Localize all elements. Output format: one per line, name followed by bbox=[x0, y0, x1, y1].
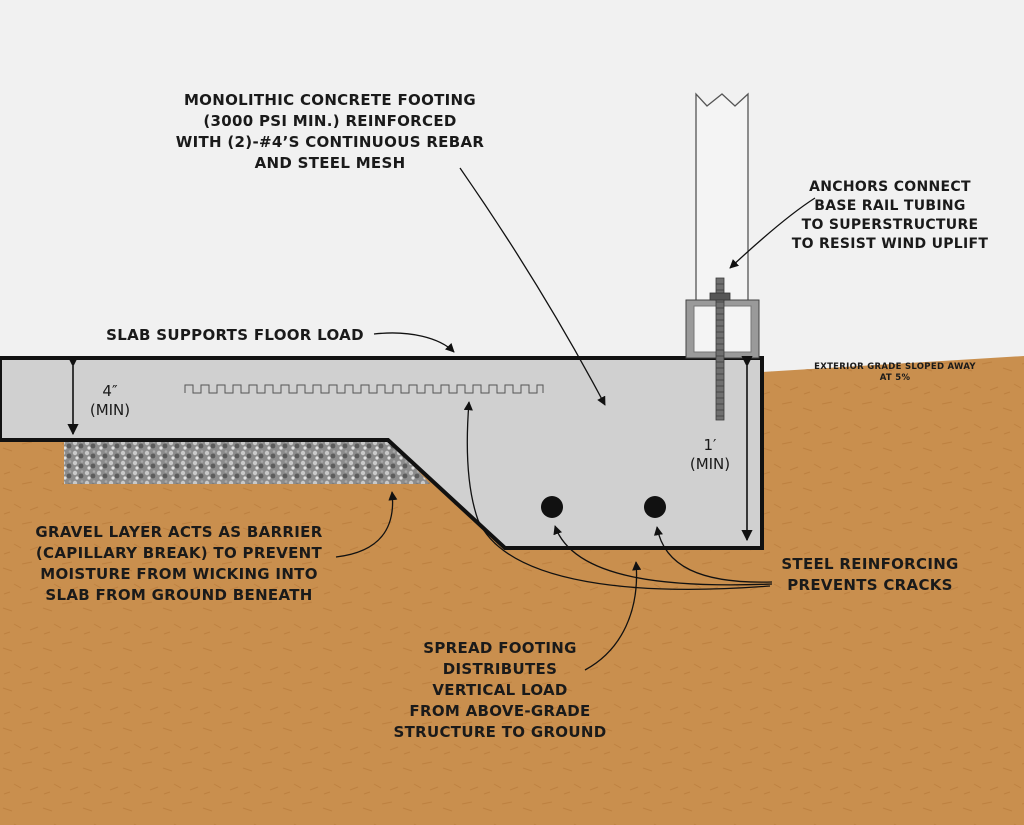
label-gravel-layer: GRAVEL LAYER ACTS AS BARRIER (CAPILLARY … bbox=[35, 523, 323, 604]
label-monolithic-footing: MONOLITHIC CONCRETE FOOTING (3000 PSI MI… bbox=[175, 91, 485, 172]
spread-leader bbox=[584, 561, 642, 671]
gravel-leader bbox=[335, 491, 398, 558]
anchor-nut bbox=[709, 292, 731, 301]
label-slab-supports: SLAB SUPPORTS FLOOR LOAD bbox=[106, 326, 364, 344]
label-spread-footing: SPREAD FOOTING DISTRIBUTES VERTICAL LOAD… bbox=[393, 639, 607, 741]
monolithic-leader bbox=[459, 167, 606, 406]
steel-mesh bbox=[184, 384, 544, 394]
label-anchors: ANCHORS CONNECT BASE RAIL TUBING TO SUPE… bbox=[791, 179, 989, 252]
dimension-footing-depth: 1′ (MIN) bbox=[689, 436, 731, 473]
anchors-leader bbox=[729, 197, 816, 269]
rebar-right bbox=[644, 496, 666, 518]
steel-leader-mesh bbox=[463, 401, 771, 590]
gravel-layer bbox=[64, 442, 430, 484]
slab-leader bbox=[373, 332, 455, 353]
anchor-bolt bbox=[715, 277, 725, 421]
steel-leader-left bbox=[553, 525, 773, 586]
label-exterior-grade: EXTERIOR GRADE SLOPED AWAY AT 5% bbox=[814, 362, 976, 383]
concrete-slab-footing bbox=[0, 356, 764, 550]
label-steel-reinforcing: STEEL REINFORCING PREVENTS CRACKS bbox=[781, 555, 959, 594]
dimension-slab-thickness: 4″ (MIN) bbox=[89, 382, 131, 419]
steel-leader-right bbox=[653, 526, 773, 583]
rebar-left bbox=[541, 496, 563, 518]
wall-post bbox=[695, 92, 749, 300]
